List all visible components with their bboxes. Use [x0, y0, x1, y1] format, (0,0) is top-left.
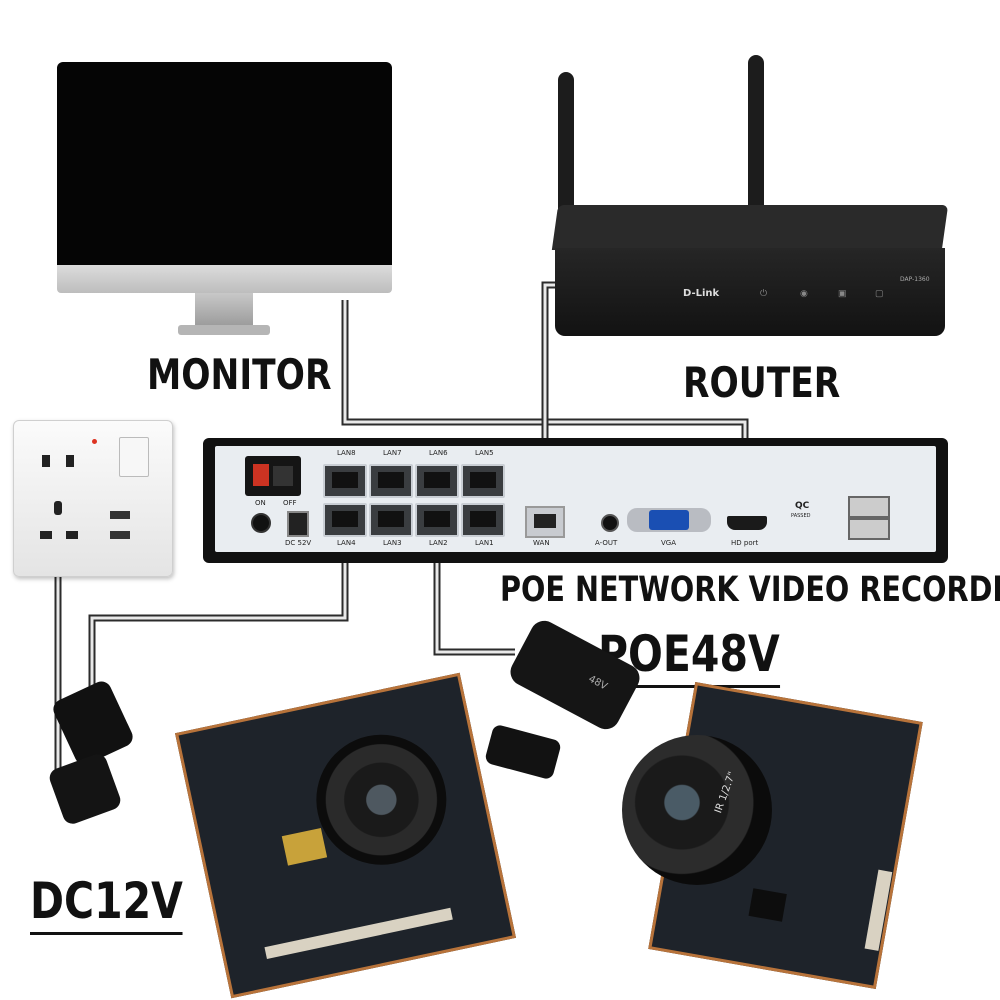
- aout-label: A-OUT: [595, 539, 618, 547]
- router-label: ROUTER: [683, 358, 841, 407]
- lan-label-bottom-2: LAN3: [383, 539, 402, 547]
- usb-port-icon[interactable]: [848, 496, 890, 518]
- qc-passed-label: PASSED: [791, 513, 811, 519]
- lan-label-top-2: LAN7: [383, 449, 402, 457]
- outlet-socket-top: [36, 443, 82, 483]
- lan6-port[interactable]: [415, 464, 459, 498]
- lan5-port[interactable]: [461, 464, 505, 498]
- ground-icon: [251, 513, 271, 533]
- router-body: D-Link DAP-1360 ⏻ ◉ ▣ ▢: [555, 248, 945, 336]
- splitter-text: 48V: [586, 673, 609, 693]
- lan-label-bottom-4: LAN1: [475, 539, 494, 547]
- lan-label-top-4: LAN5: [475, 449, 494, 457]
- nvr: ON OFF DC 52V LAN8 LAN7 LAN6 LAN5 LAN4 L…: [203, 438, 948, 563]
- vga-port[interactable]: [627, 508, 711, 532]
- monitor-stand: [195, 293, 253, 327]
- wall-outlet: [13, 420, 173, 577]
- usb-port-icon[interactable]: [848, 518, 890, 540]
- monitor-label: MONITOR: [147, 350, 332, 399]
- lan-label-top-3: LAN6: [429, 449, 448, 457]
- router-top: [551, 205, 949, 250]
- lan2-port[interactable]: [415, 503, 459, 537]
- pcb-chip: [281, 827, 328, 866]
- hdmi-port[interactable]: [727, 516, 767, 530]
- monitor-chin: [57, 265, 392, 293]
- vga-label: VGA: [661, 539, 677, 547]
- power-jack-label: DC 52V: [285, 539, 312, 547]
- lan-label-bottom-1: LAN4: [337, 539, 356, 547]
- dc-power-jack[interactable]: [287, 511, 309, 537]
- wan-port[interactable]: [525, 506, 565, 538]
- pcb-connector: [264, 907, 453, 960]
- usb-port-icon: [110, 511, 130, 519]
- switch-on-label: ON: [255, 499, 266, 507]
- wan-label: WAN: [533, 539, 550, 547]
- audio-out-jack[interactable]: [601, 514, 619, 532]
- lock-led-icon: ▣: [838, 288, 847, 298]
- monitor-screen: [57, 62, 392, 267]
- pcb-chip: [748, 888, 787, 922]
- power-led-icon: ⏻: [760, 288, 768, 298]
- camera-lens-right: IR 1/2.7": [622, 735, 772, 885]
- lan4-port[interactable]: [323, 503, 367, 537]
- camera-lens-left: [304, 722, 459, 877]
- power-switch[interactable]: [245, 456, 301, 496]
- router-antenna-left: [558, 72, 574, 237]
- wifi-led-icon: ◉: [800, 288, 808, 298]
- router-antenna-right: [748, 55, 764, 225]
- lan-label-top-1: LAN8: [337, 449, 356, 457]
- lan1-port[interactable]: [461, 503, 505, 537]
- lens-text: IR 1/2.7": [713, 770, 739, 815]
- outlet-switch: [119, 437, 149, 477]
- outlet-socket-bottom: [36, 501, 82, 561]
- lan-label-bottom-3: LAN2: [429, 539, 448, 547]
- switch-off-label: OFF: [283, 499, 297, 507]
- dc-label: DC12V: [30, 872, 183, 935]
- lan8-port[interactable]: [323, 464, 367, 498]
- hdmi-label: HD port: [731, 539, 759, 547]
- nvr-label: POE NETWORK VIDEO RECORDER: [500, 570, 1000, 610]
- router-brand: D-Link: [683, 288, 720, 299]
- lan7-port[interactable]: [369, 464, 413, 498]
- outlet-led: [92, 439, 97, 444]
- qc-label: QC: [795, 501, 810, 511]
- usb-port-icon: [110, 531, 130, 539]
- router-model: DAP-1360: [900, 276, 930, 283]
- lan-led-icon: ▢: [875, 288, 884, 298]
- nvr-panel: ON OFF DC 52V LAN8 LAN7 LAN6 LAN5 LAN4 L…: [215, 446, 936, 552]
- lan3-port[interactable]: [369, 503, 413, 537]
- monitor-base: [178, 325, 270, 335]
